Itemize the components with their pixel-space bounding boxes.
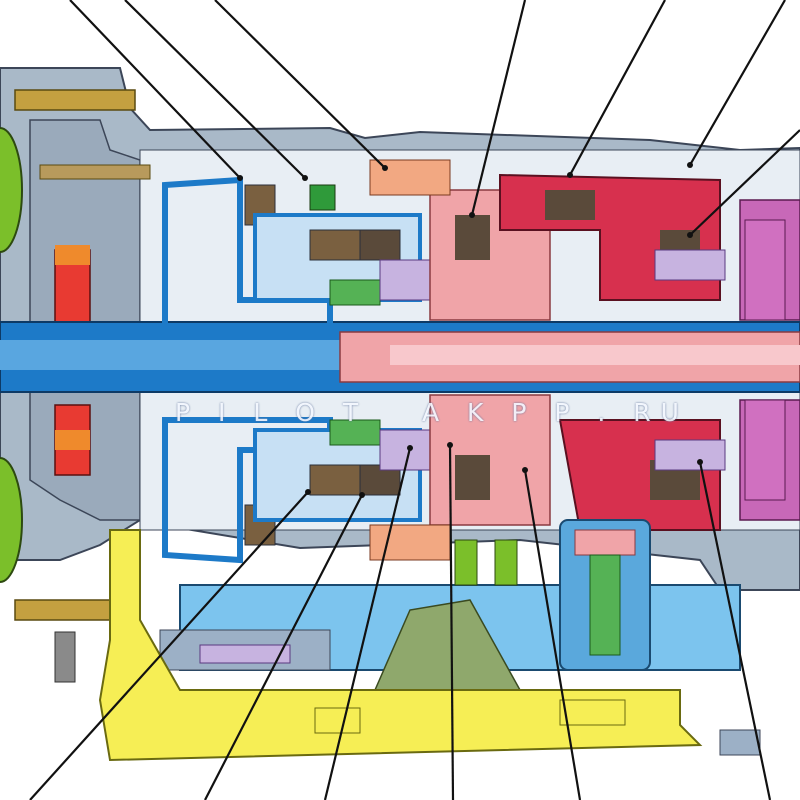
accumulator-spring xyxy=(559,519,651,671)
clutch-pack-c2 xyxy=(253,213,422,522)
callout-lines xyxy=(29,0,800,800)
input-shaft xyxy=(0,321,800,393)
watermark-text: P I L O T A K P P . RU xyxy=(175,398,689,427)
housing-bolts xyxy=(14,89,151,683)
oil-pan xyxy=(98,529,703,762)
torque-converter xyxy=(0,127,91,583)
brake-b2 xyxy=(369,159,451,561)
output-gear xyxy=(719,219,786,756)
callout-arrowheads xyxy=(237,162,703,498)
